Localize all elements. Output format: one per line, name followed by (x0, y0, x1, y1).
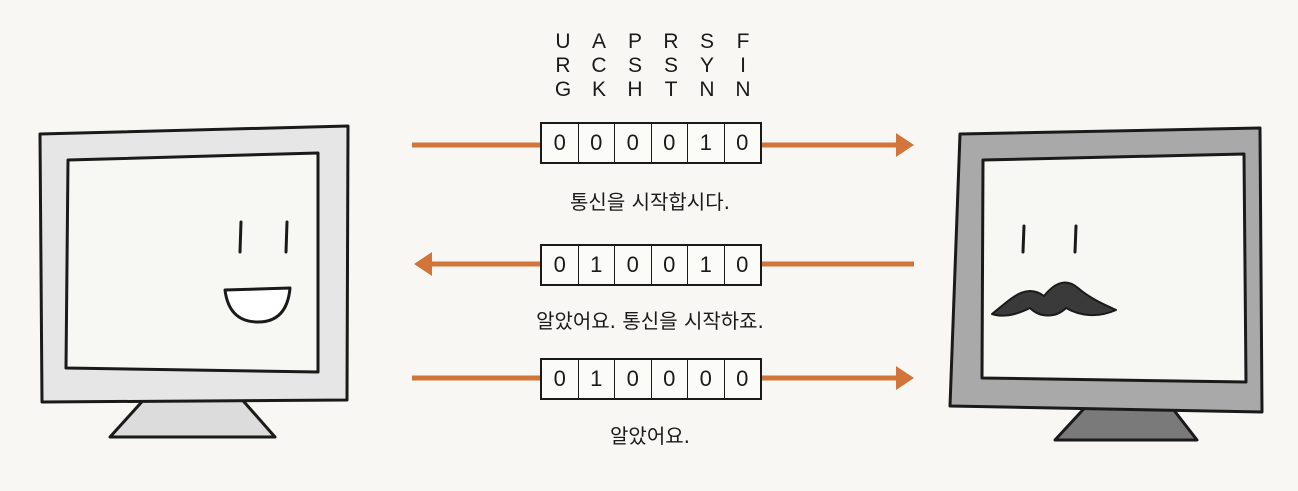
bit-cell: 0 (614, 124, 651, 162)
bit-cell: 0 (723, 124, 761, 162)
flag-letter: R (555, 54, 571, 77)
syn-ack-caption: 알았어요. 통신을 시작하죠. (536, 309, 764, 333)
flag-letter: S (699, 30, 714, 53)
bit-cell: 0 (650, 124, 688, 162)
bit-cell: 1 (687, 246, 724, 284)
arrow-ack (412, 366, 914, 390)
flag-letter: T (664, 78, 678, 101)
tcp-flag-labels: U R G A C K P S H R S T S Y N F I N (545, 30, 761, 102)
ack-bits-box: 0 1 0 0 0 0 (540, 358, 762, 400)
flag-letter: S (663, 54, 678, 77)
right-monitor-screen (980, 152, 1248, 384)
bit-cell: 0 (553, 130, 566, 155)
bit-cell: 1 (577, 246, 615, 284)
bit-cell: 0 (614, 246, 651, 284)
bit-cell: 1 (687, 124, 724, 162)
bit-cell: 0 (553, 252, 566, 277)
flag-fin: F I N (725, 30, 761, 102)
flag-letter: K (591, 78, 606, 101)
flag-urg: U R G (545, 30, 581, 102)
bit-cell: 0 (723, 246, 761, 284)
bit-cell: 0 (723, 360, 761, 398)
flag-letter: R (663, 30, 679, 53)
right-face-eye-left (1021, 224, 1026, 254)
flag-letter: S (627, 54, 642, 77)
left-face-eye-right (284, 220, 289, 254)
flag-letter: G (554, 78, 572, 101)
syn-bits-box: 0 0 0 0 1 0 (540, 122, 762, 164)
flag-letter: Y (699, 54, 714, 77)
bit-cell: 0 (614, 360, 651, 398)
bit-cell: 0 (577, 124, 615, 162)
flag-letter: P (627, 30, 642, 53)
bit-cell: 0 (687, 360, 724, 398)
ack-caption: 알았어요. (610, 424, 690, 448)
right-face-mustache (991, 281, 1117, 317)
right-monitor (948, 126, 1264, 442)
flag-letter: I (740, 54, 746, 77)
bit-cell: 1 (577, 360, 615, 398)
flag-letter: H (627, 78, 643, 101)
flag-letter: C (591, 54, 607, 77)
bit-cell: 0 (553, 366, 566, 391)
flag-letter: N (699, 78, 715, 101)
flag-psh: P S H (617, 30, 653, 102)
bit-cell: 0 (650, 246, 688, 284)
bit-cell: 0 (650, 360, 688, 398)
flag-syn: S Y N (689, 30, 725, 102)
arrow-syn (412, 133, 914, 157)
flag-ack: A C K (581, 30, 617, 102)
syn-ack-bits-box: 0 1 0 0 1 0 (540, 244, 762, 286)
flag-letter: A (591, 30, 606, 53)
left-face-eye-left (238, 220, 243, 254)
arrow-syn-ack (414, 252, 914, 276)
flag-letter: F (736, 30, 750, 53)
flag-letter: N (735, 78, 751, 101)
right-face-eye-right (1073, 224, 1078, 254)
left-monitor-screen (64, 151, 320, 374)
left-monitor (38, 124, 350, 439)
flag-letter: U (555, 30, 571, 53)
syn-caption: 통신을 시작합시다. (570, 190, 730, 214)
flag-rst: R S T (653, 30, 689, 102)
left-face-smile (223, 286, 292, 324)
